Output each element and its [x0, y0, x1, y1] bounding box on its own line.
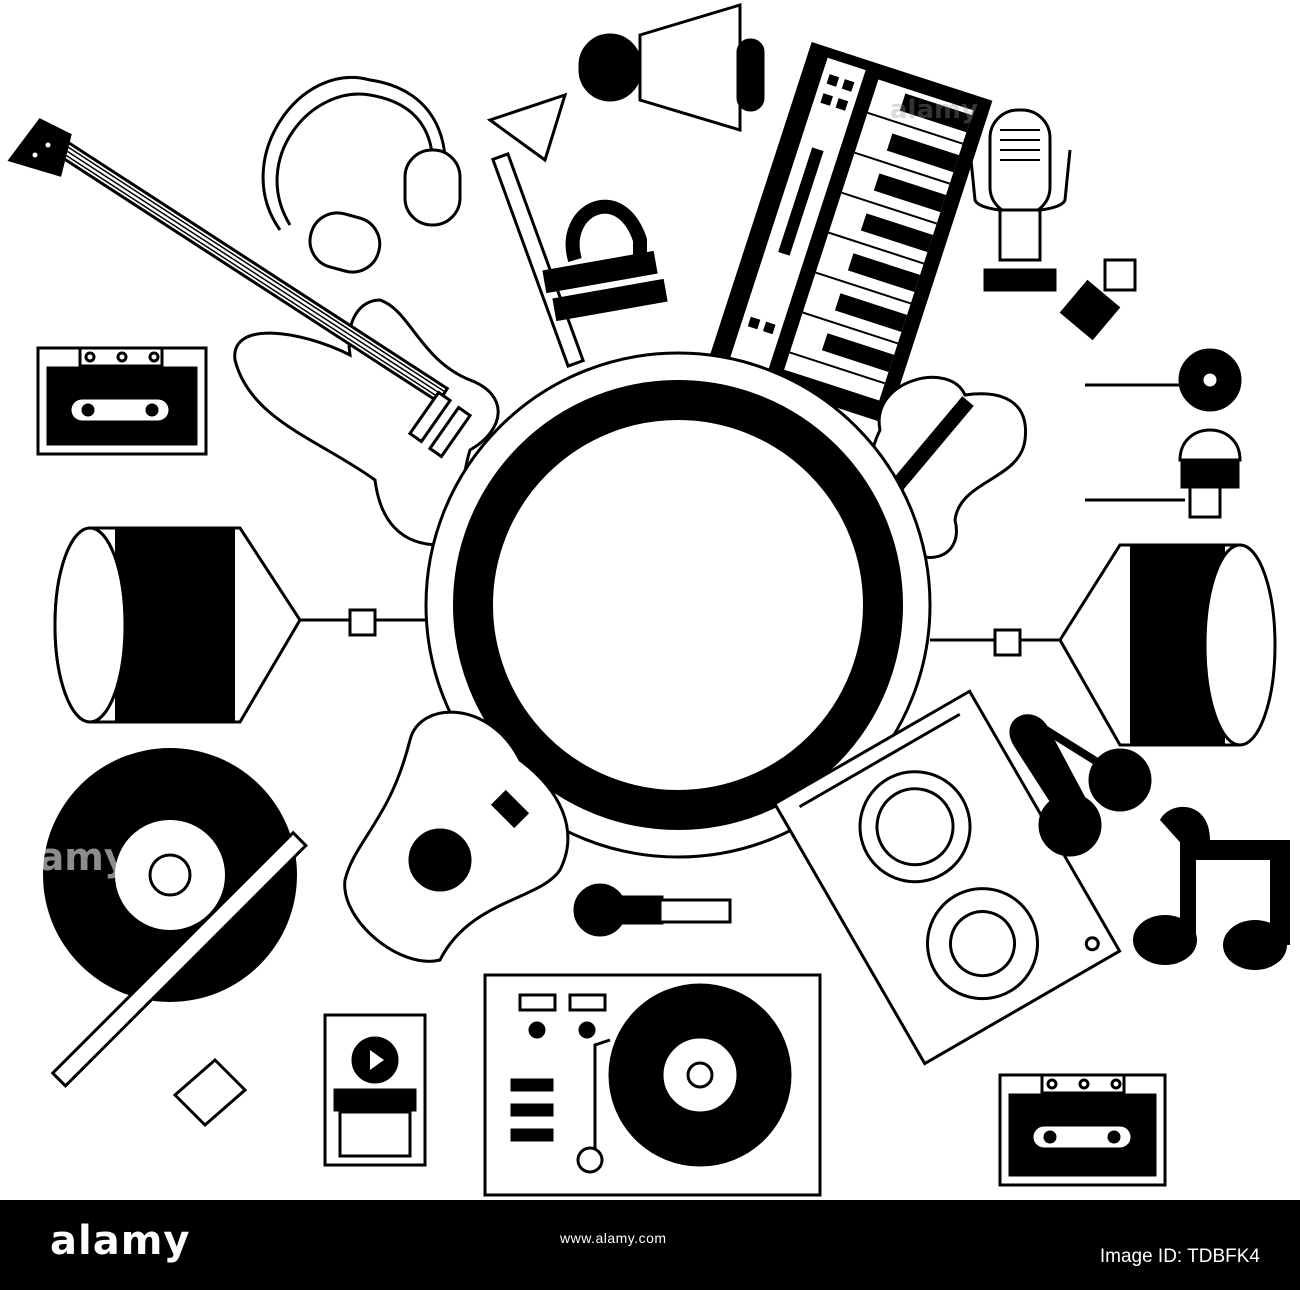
watermark-top: alamy: [890, 95, 979, 125]
drum-right-icon: [930, 543, 1277, 747]
watermark-left: alamy: [0, 835, 129, 879]
mp3-player-icon: [323, 1013, 427, 1167]
music-instruments-illustration: [7, 2, 1290, 1197]
electric-guitar-icon: [7, 118, 500, 547]
drum-left-icon: [53, 526, 430, 724]
footer-logo: alamy: [50, 1218, 191, 1264]
turntable-icon: [483, 973, 822, 1197]
site-url: www.alamy.com: [560, 1230, 667, 1246]
acoustic-guitar-icon: [50, 710, 570, 1128]
footer-bar: alamy Image ID: TDBFK4 www.alamy.com: [0, 1200, 1300, 1290]
retro-microphone-icon: [968, 108, 1072, 292]
headphones-icon: [261, 76, 462, 274]
music-note-icon: [1133, 806, 1290, 970]
vinyl-record-icon: [43, 748, 297, 1002]
image-id-label: Image ID: TDBFK4: [1099, 1246, 1260, 1267]
spotlight-icon: [578, 2, 765, 133]
trumpet-icon: [486, 92, 668, 369]
cassette-tape-icon: [998, 1073, 1167, 1187]
center-frame-ring: [424, 351, 932, 859]
handheld-microphone-icon: [573, 883, 732, 937]
earphones-icon: [1085, 348, 1242, 519]
keyboard-synth-icon: [706, 42, 993, 425]
maracas-icon: [1009, 714, 1152, 857]
cassette-tape-icon: [36, 346, 208, 456]
